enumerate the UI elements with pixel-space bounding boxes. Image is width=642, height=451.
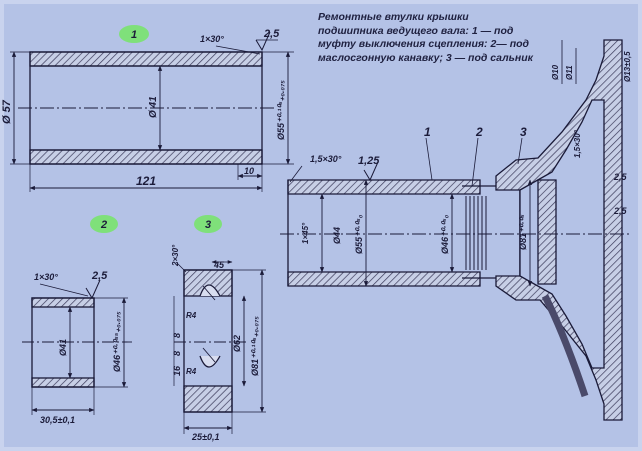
part-3-radius-top: R4 — [186, 311, 197, 320]
part-2-bushing — [22, 279, 132, 415]
caption-line-3: муфту выключения сцепления: 2— под — [318, 38, 530, 50]
assembly-d44: Ø44 — [332, 227, 342, 244]
part-3-length: 25±0,1 — [191, 432, 219, 442]
assembly-d13: Ø13±0,5 — [623, 51, 632, 82]
part-3-bevel: 45 — [213, 260, 225, 270]
cover-assembly — [280, 39, 632, 421]
part-1-chamfer: 1×30° — [200, 34, 224, 44]
assembly-roughness-b: 2,5 — [613, 206, 628, 216]
part-3-badge — [194, 215, 222, 233]
part-3-dim-16: 16 — [172, 365, 182, 376]
assembly-flange-chamfer: 1,5×30° — [573, 129, 582, 158]
part-2-badge-label: 2 — [100, 219, 107, 231]
assembly-d11: Ø11 — [565, 65, 574, 80]
part-2-badge — [90, 215, 118, 233]
assembly-d55: Ø55⁺⁰·⁰⁸₀ — [354, 214, 364, 254]
part-1-roughness: 2,5 — [263, 28, 280, 40]
part-2-id: Ø41 — [58, 339, 68, 356]
caption-line-2: подшипника ведущего вала: 1 — под — [318, 24, 514, 37]
part-3-dim-8a: 8 — [172, 333, 182, 338]
part-1-badge-label: 1 — [131, 29, 137, 41]
part-2-length: 30,5±0,1 — [40, 415, 75, 425]
caption: Ремонтные втулки крышки подшипника ведущ… — [318, 11, 550, 65]
caption-line-4: маслосгонную канавку; 3 — под сальник — [318, 51, 533, 64]
assembly-d10: Ø10 — [551, 64, 560, 80]
part-1-bushing — [10, 31, 294, 192]
part-2-od: Ø46⁺⁰·⁰⁸⁵₊₀.₀₇₅ — [112, 311, 122, 372]
assembly-d46: Ø46⁺⁰·⁰⁵₀ — [440, 214, 450, 254]
part-1-od-left: Ø 57 — [1, 99, 13, 124]
assembly-chamfer: 1,5×30° — [310, 154, 342, 164]
part-2-chamfer: 1×30° — [34, 272, 58, 282]
part-1-id-center: Ø 41 — [148, 96, 159, 118]
assembly-roughness: 1,25 — [358, 155, 380, 167]
assembly-d81: Ø81⁺⁰·⁰⁵ — [518, 214, 528, 250]
part-2-roughness: 2,5 — [91, 270, 108, 282]
part-3-id: Ø62 — [232, 335, 242, 352]
part-3-radius-bottom: R4 — [186, 367, 197, 376]
assembly-inner-chamfer: 1×45° — [301, 222, 310, 244]
assembly-callout-3: 3 — [520, 125, 527, 139]
part-1-end-length: 10 — [244, 166, 254, 176]
part-1-od-right: Ø55⁺⁰·¹⁰⁶₊₀.₀₇₅ — [276, 80, 286, 140]
part-3-bushing — [173, 260, 266, 434]
assembly-callout-2: 2 — [475, 125, 483, 139]
assembly-roughness-a: 2,5 — [613, 172, 628, 182]
part-3-dim-8b: 8 — [172, 351, 182, 356]
part-3-badge-label: 3 — [205, 219, 211, 231]
part-3-od: Ø81⁺⁰·¹⁰⁶₊₀.₀₇₅ — [250, 316, 260, 376]
caption-line-1: Ремонтные втулки крышки — [318, 11, 469, 23]
assembly-callout-1: 1 — [424, 125, 431, 139]
part-1-badge — [119, 25, 149, 43]
part-1-length: 121 — [136, 174, 156, 188]
part-3-chamfer: 2×30° — [171, 244, 180, 267]
